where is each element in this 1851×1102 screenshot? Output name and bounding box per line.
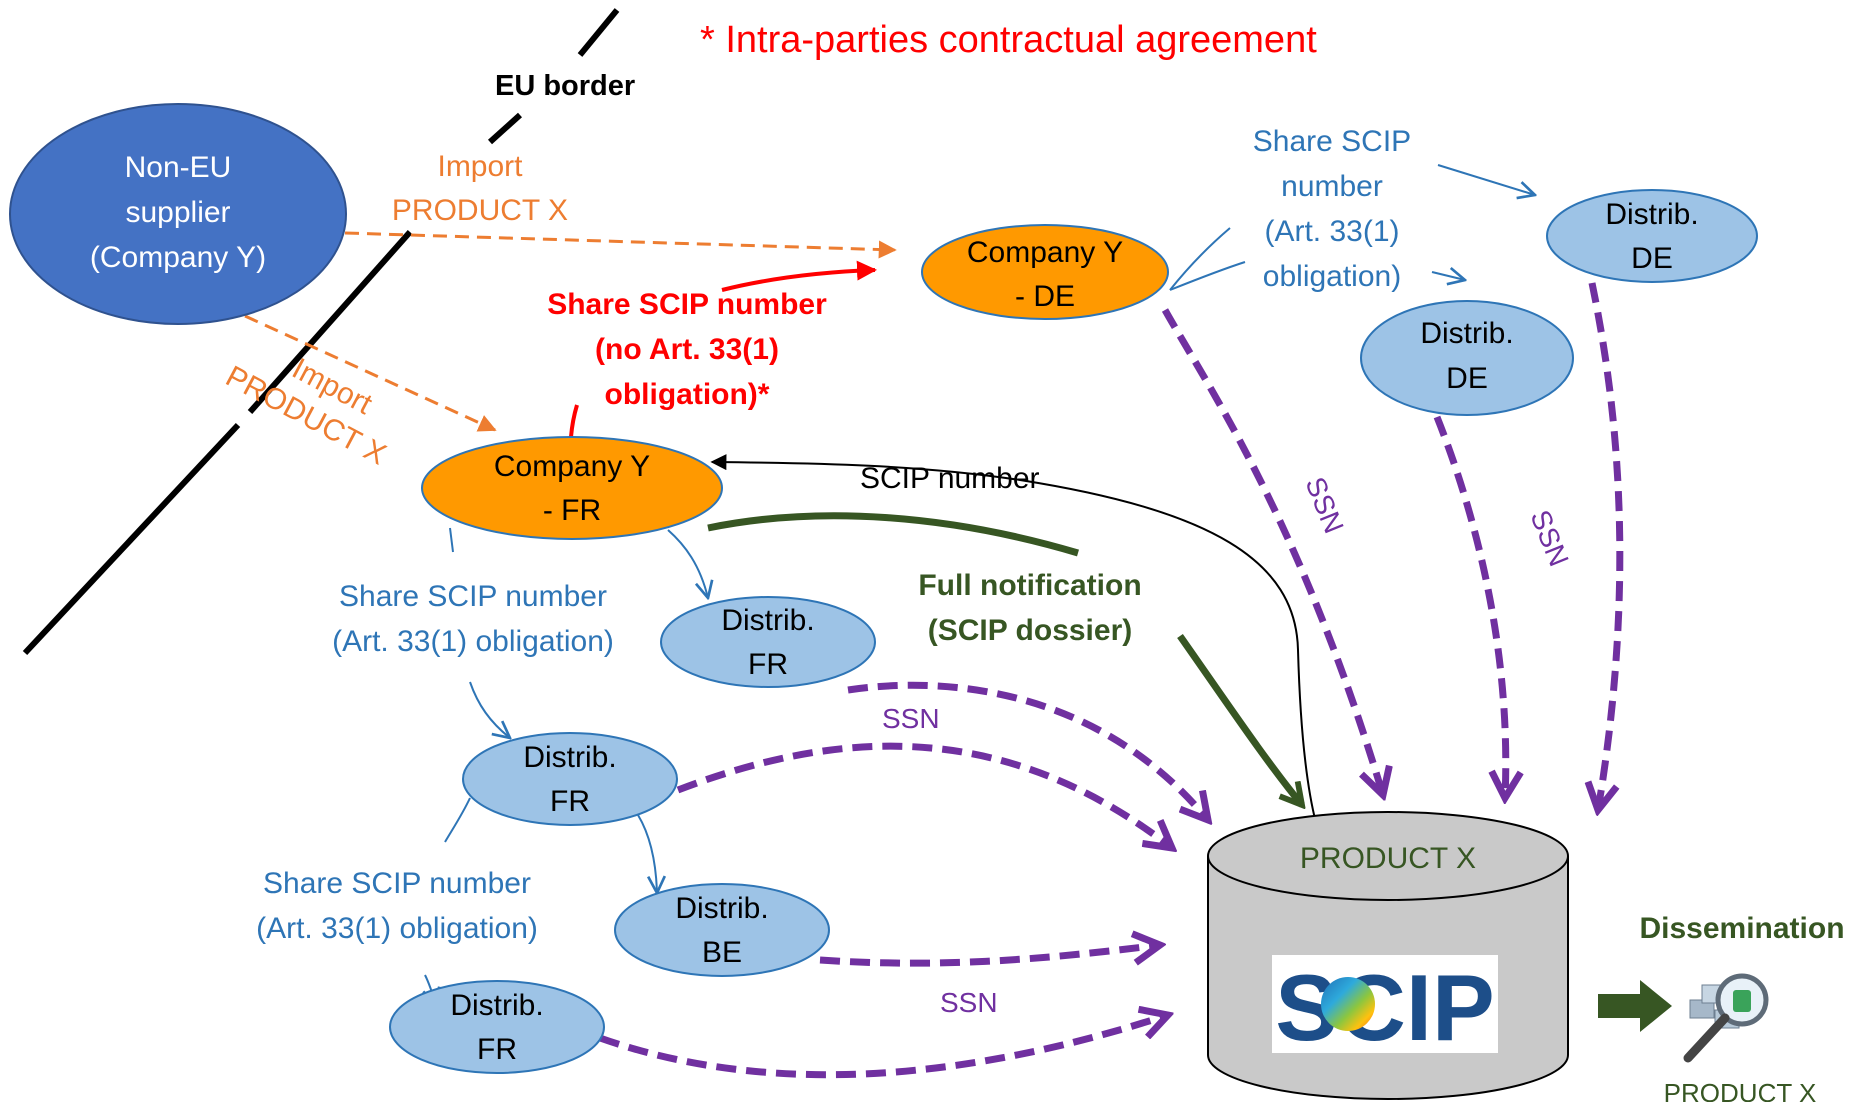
share-de-line-lower (1169, 261, 1246, 291)
company-fr-line-2: - FR (543, 494, 601, 527)
share-fr-1-line-2: (Art. 33(1) obligation) (332, 625, 614, 658)
ssn-arrow-distrib-de-1 (1592, 282, 1624, 810)
distrib-de-1-line-1: Distrib. (1605, 198, 1698, 231)
red-share-arrow (721, 260, 877, 292)
distrib-fr-3-line-1: Distrib. (450, 989, 543, 1022)
scip-number-label: SCIP number (860, 462, 1040, 495)
distrib-be-line-2: BE (702, 936, 742, 969)
ssn-label-distrib-de: SSN (1524, 506, 1574, 571)
distrib-fr-1-line-2: FR (748, 648, 788, 681)
scip-database: PRODUCT X SCIP (1207, 811, 1569, 1100)
distrib-be-node (614, 883, 830, 977)
dissemination-arrow-icon (1598, 980, 1672, 1032)
ssn-arrow-distrib-fr-1 (847, 681, 1208, 820)
import-arrow-fr (244, 314, 497, 432)
distrib-de-2-line-1: Distrib. (1420, 317, 1513, 350)
ssn-arrow-company-de (1161, 308, 1383, 795)
supplier-line-2: supplier (125, 196, 230, 229)
distrib-fr-1-line-1: Distrib. (721, 604, 814, 637)
share-de-line-2: number (1281, 170, 1383, 203)
contract-note: * Intra-parties contractual agreement (700, 19, 1317, 61)
company-de-line-1: Company Y (967, 236, 1123, 269)
ssn-label-distrib-be: SSN (940, 987, 998, 1018)
import-label-1: Import (437, 150, 523, 183)
dissemination-product-label: PRODUCT X (1664, 1078, 1817, 1102)
database-label: PRODUCT X (1300, 842, 1476, 875)
share-de-arrow-2 (1431, 272, 1465, 280)
distrib-fr-node-3 (389, 980, 605, 1074)
distrib-de-node-1 (1546, 189, 1758, 283)
distrib-be-line-1: Distrib. (675, 892, 768, 925)
share-de-arrow-1 (1437, 164, 1535, 195)
scip-number-arrow (710, 454, 1317, 824)
full-notification-arrow (1177, 633, 1302, 805)
share-red-line-3: obligation)* (605, 378, 770, 411)
share-fr-stub (449, 527, 454, 553)
share-red-line-1: Share SCIP number (547, 288, 827, 321)
scip-logo-mark-icon (1321, 977, 1375, 1031)
company-y-fr-node (421, 436, 723, 540)
share-red-line-2: (no Art. 33(1) (595, 333, 779, 366)
distrib-de-1-line-2: DE (1631, 242, 1673, 275)
full-notification-line-top (707, 512, 1079, 557)
share-arrow-distrib-fr-1 (667, 529, 708, 598)
ssn-label-company-de: SSN (1299, 473, 1349, 538)
distrib-de-2-line-2: DE (1446, 362, 1488, 395)
company-de-line-2: - DE (1015, 280, 1075, 313)
share-fr-stub-2 (444, 797, 471, 843)
import-label-2: PRODUCT X (392, 194, 568, 227)
company-y-de-node (921, 224, 1169, 320)
distrib-fr-3-line-2: FR (477, 1033, 517, 1066)
share-fr-2-line-2: (Art. 33(1) obligation) (256, 912, 538, 945)
scip-logo: SCIP (1275, 955, 1494, 1060)
ssn-arrow-distrib-fr-2 (676, 742, 1172, 848)
eu-border-line (22, 8, 620, 656)
share-fr-1-line-1: Share SCIP number (339, 580, 607, 613)
share-arrow-distrib-fr-2 (469, 681, 510, 738)
ssn-arrows (598, 282, 1624, 1079)
share-fr-2-line-1: Share SCIP number (263, 867, 531, 900)
supplier-line-3: (Company Y) (90, 241, 266, 274)
scip-logo-box (1272, 955, 1498, 1053)
red-share-stub (569, 404, 579, 438)
share-de-line-upper (1169, 227, 1231, 291)
distrib-fr-node-2 (462, 732, 678, 826)
full-notification-line-2: (SCIP dossier) (928, 614, 1133, 647)
distrib-fr-node-1 (660, 596, 876, 688)
share-de-line-4: obligation) (1263, 260, 1401, 293)
ssn-label-distrib-fr: SSN (882, 703, 940, 734)
share-arrow-distrib-be (637, 814, 657, 893)
non-eu-supplier-node (9, 103, 347, 325)
eu-border-label: EU border (495, 70, 635, 102)
distrib-de-node-2 (1360, 300, 1574, 416)
distrib-fr-2-line-1: Distrib. (523, 741, 616, 774)
share-de-line-3: (Art. 33(1) (1264, 215, 1399, 248)
full-notification-line-1: Full notification (918, 569, 1141, 602)
ssn-arrow-distrib-be (819, 945, 1160, 967)
ssn-arrow-distrib-fr-3 (598, 1015, 1168, 1079)
share-de-line-1: Share SCIP (1253, 125, 1411, 158)
search-database-icon (1683, 973, 1769, 1063)
distrib-fr-2-line-2: FR (550, 785, 590, 818)
ssn-arrow-distrib-de-2 (1433, 415, 1506, 798)
dissemination-label: Dissemination (1639, 912, 1844, 945)
database-top (1207, 811, 1569, 901)
import-arrow-de (344, 231, 897, 259)
company-fr-line-1: Company Y (494, 450, 650, 483)
supplier-line-1: Non-EU (125, 151, 232, 184)
